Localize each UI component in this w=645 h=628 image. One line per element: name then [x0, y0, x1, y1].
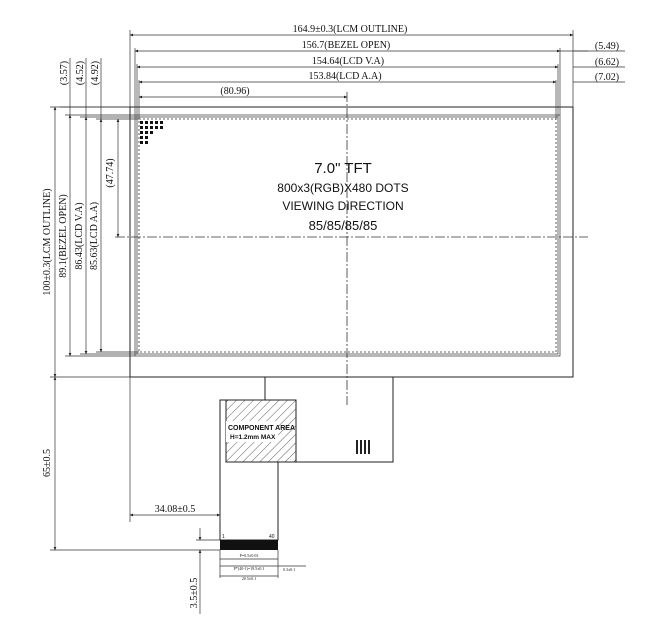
fpc-length-dimension: 65±0.5: [42, 376, 220, 551]
viewing-direction-label: VIEWING DIRECTION: [282, 199, 403, 213]
component-area-height-label: H=1.2mm MAX: [230, 434, 276, 441]
fpc-stiffener-marks: [356, 440, 370, 454]
fpc-tail-label: 3.5±0.5: [189, 578, 200, 609]
right-offset-3-label: (7.02): [595, 72, 619, 83]
lcm-outline: [129, 106, 574, 378]
top-offset-3-label: (4.92): [90, 61, 101, 85]
module-outlines: [129, 106, 574, 378]
top-offset-1-label: (3.57): [59, 61, 70, 85]
lcd-active-area: [138, 118, 557, 353]
center-offset-label: (80.96): [220, 86, 249, 97]
fpc-offset-dimension: 34.08±0.5: [129, 377, 221, 522]
fpc-length-label: 65±0.5: [42, 449, 53, 477]
fpc-thickness-label: 0.3±0.1: [283, 567, 295, 572]
right-offset-2-label: (6.62): [595, 57, 619, 68]
viewing-angles-text: 85/85/85/85: [309, 218, 378, 233]
lcd-va-height-label: 86.43(LCD V.A): [74, 202, 85, 269]
lcd-aa-width-label: 153.84(LCD A.A): [308, 71, 381, 82]
fpc-pitch-label: P=0.5±0.03: [240, 553, 259, 558]
lcm-outline-width-label: 164.9±0.3(LCM OUTLINE): [293, 24, 408, 35]
top-left-offset-callouts: (3.57) (4.52) (4.92): [59, 58, 130, 119]
panel-resolution-text: 800x3(RGB)X480 DOTS: [277, 181, 408, 195]
component-area-label: COMPONENT AREA: [228, 425, 295, 432]
panel-size-text: 7.0" TFT: [314, 160, 372, 177]
fpc-offset-label: 34.08±0.5: [155, 504, 196, 515]
fpc-pin-1-label: 1: [222, 534, 225, 540]
bezel-opening: [134, 114, 561, 357]
fpc-width-label: 20.5±0.1: [242, 576, 256, 581]
bezel-open-height-label: 89.1(BEZEL OPEN): [58, 194, 69, 278]
lcd-va-width-label: 154.64(LCD V.A): [312, 56, 384, 67]
top-dimensions: 164.9±0.3(LCM OUTLINE) 156.7(BEZEL OPEN)…: [129, 24, 574, 119]
fpc-connector: [220, 540, 278, 550]
fpc-pin-40-label: 40: [269, 534, 275, 540]
fpc-cable: COMPONENT AREA H=1.2mm MAX 1 40 P=0.5±0.…: [219, 377, 394, 581]
fpc-tail-dimension: 3.5±0.5: [189, 528, 220, 614]
lcd-aa-height-label: 85.63(LCD A.A): [89, 202, 100, 270]
top-offset-2-label: (4.52): [75, 61, 86, 85]
center-offset-height-label: (47.74): [105, 158, 116, 187]
bezel-open-width-label: 156.7(BEZEL OPEN): [302, 40, 391, 51]
pixel-grid-detail: [140, 121, 163, 144]
lcd-viewing-area: [136, 116, 559, 355]
fpc-pin-span-label: P*(40-1)=19.5±0.1: [234, 566, 265, 571]
right-offset-1-label: (5.49): [595, 41, 619, 52]
right-offset-callouts: (5.49) (6.62) (7.02): [560, 41, 625, 83]
left-dimensions: 100±0.3(LCM OUTLINE) 89.1(BEZEL OPEN) 86…: [42, 106, 139, 378]
lcm-outline-height-label: 100±0.3(LCM OUTLINE): [42, 188, 53, 295]
